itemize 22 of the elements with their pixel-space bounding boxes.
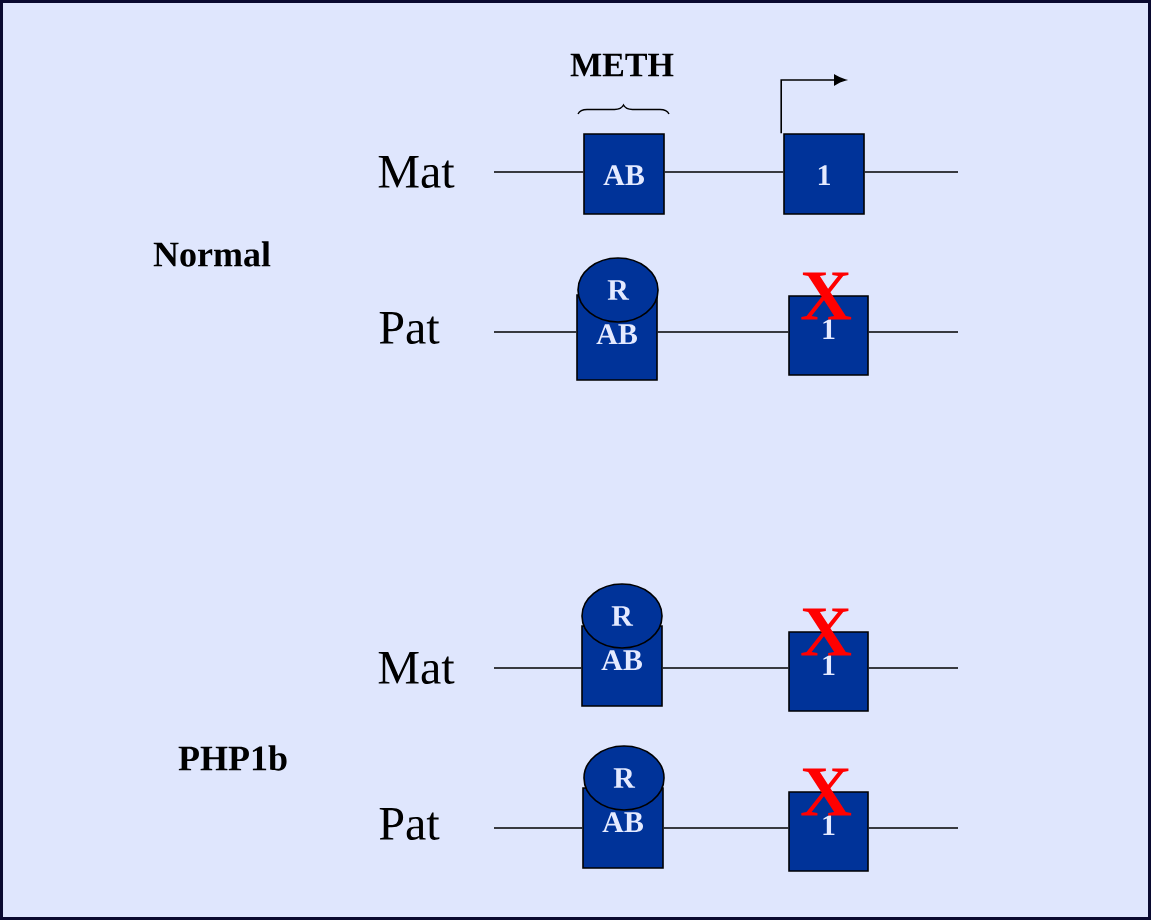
dna-line (657, 331, 789, 333)
condition-label: PHP1b (178, 745, 287, 771)
allele-label: Pat (379, 312, 440, 344)
dna-line (493, 667, 582, 669)
dna-line (493, 171, 584, 173)
dna-line (864, 171, 959, 173)
dna-line (493, 827, 583, 829)
dna-line (662, 667, 789, 669)
dna-line (868, 331, 959, 333)
allele-label: Mat (378, 652, 455, 684)
dna-line (493, 331, 577, 333)
allele-label: Mat (378, 156, 455, 188)
transcription-arrow (780, 74, 846, 134)
condition-label: Normal (153, 241, 271, 267)
allele-label: Pat (379, 808, 440, 840)
dna-line (868, 827, 959, 829)
methylation-label: METH (570, 53, 674, 77)
dna-line (664, 171, 784, 173)
exon-box: AB (583, 133, 665, 215)
dna-line (663, 827, 789, 829)
dna-line (868, 667, 959, 669)
exon-box: 1 (783, 133, 865, 215)
